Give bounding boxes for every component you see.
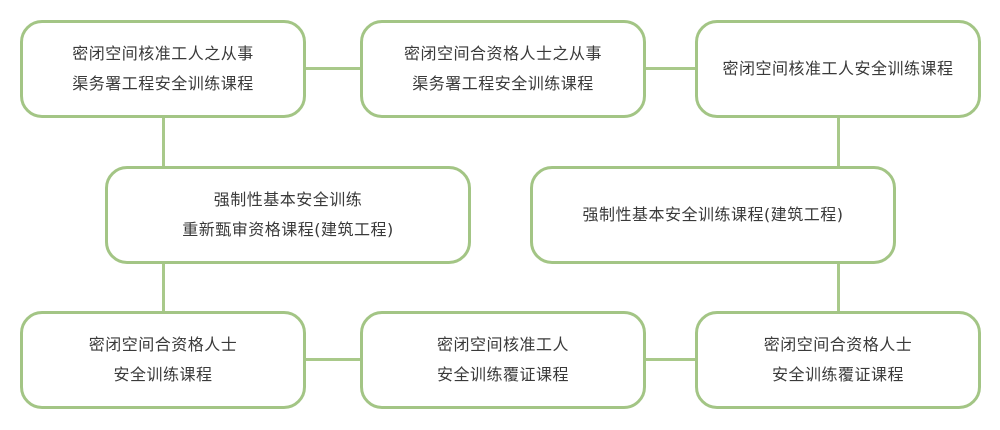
connector-e-h (837, 263, 840, 312)
node-label-line: 安全训练课程 (113, 365, 213, 384)
course-node-mandatory-basic-safety-revalidation[interactable]: 强制性基本安全训练 重新甄审资格课程(建筑工程) (105, 166, 471, 264)
connector-d-f (162, 263, 165, 312)
node-label-line: 安全训练覆证课程 (771, 365, 904, 384)
connector-b-c (645, 67, 696, 70)
connector-a-d (162, 117, 165, 167)
course-node-confined-space-approved-worker[interactable]: 密闭空间核准工人安全训练课程 (695, 20, 981, 118)
connector-c-e (837, 117, 840, 167)
node-label-line: 强制性基本安全训练 (213, 190, 363, 209)
node-label-line: 重新甄审资格课程(建筑工程) (182, 220, 394, 239)
course-node-mandatory-basic-safety[interactable]: 强制性基本安全训练课程(建筑工程) (530, 166, 896, 264)
node-label-line: 渠务署工程安全训练课程 (72, 74, 254, 93)
connector-g-h (645, 358, 696, 361)
connector-f-g (305, 358, 361, 361)
node-label-line: 密闭空间核准工人 (436, 335, 569, 354)
node-label-line: 密闭空间核准工人之从事 (72, 44, 254, 63)
node-label-line: 密闭空间合资格人士之从事 (403, 44, 602, 63)
course-node-confined-space-approved-worker-dsd[interactable]: 密闭空间核准工人之从事 渠务署工程安全训练课程 (20, 20, 306, 118)
connector-a-b (305, 67, 361, 70)
course-node-confined-space-competent-person[interactable]: 密闭空间合资格人士 安全训练课程 (20, 311, 306, 409)
course-node-confined-space-competent-person-renewal[interactable]: 密闭空间合资格人士 安全训练覆证课程 (695, 311, 981, 409)
node-label-line: 渠务署工程安全训练课程 (412, 74, 594, 93)
node-label-line: 密闭空间合资格人士 (88, 335, 238, 354)
node-label-line: 密闭空间核准工人安全训练课程 (722, 59, 954, 78)
node-label-line: 密闭空间合资格人士 (763, 335, 913, 354)
node-label-line: 安全训练覆证课程 (436, 365, 569, 384)
course-node-confined-space-approved-worker-renewal[interactable]: 密闭空间核准工人 安全训练覆证课程 (360, 311, 646, 409)
node-label-line: 强制性基本安全训练课程(建筑工程) (582, 205, 844, 224)
course-node-confined-space-competent-person-dsd[interactable]: 密闭空间合资格人士之从事 渠务署工程安全训练课程 (360, 20, 646, 118)
